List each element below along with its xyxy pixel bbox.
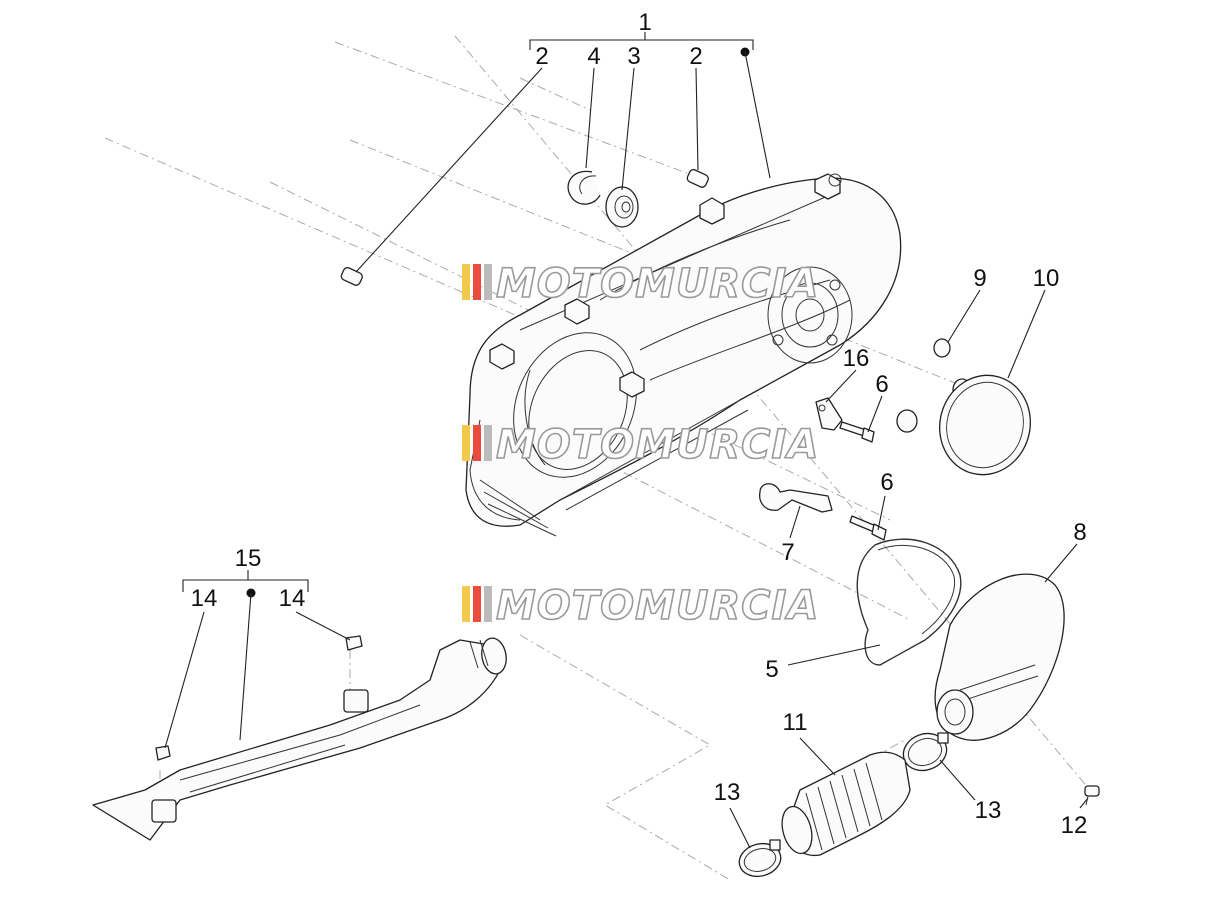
watermark-stripe-yellow bbox=[462, 264, 470, 300]
callout-7: 7 bbox=[781, 539, 794, 566]
washer-9a bbox=[933, 338, 951, 358]
callout-4: 4 bbox=[587, 43, 600, 70]
clip-14-right bbox=[345, 635, 363, 651]
callout-11: 11 bbox=[783, 709, 808, 736]
watermark-stripe-yellow bbox=[462, 425, 470, 461]
callout-2b: 2 bbox=[689, 43, 702, 70]
bearing bbox=[605, 186, 639, 228]
bracket-16 bbox=[815, 397, 843, 431]
callout-13-right: 13 bbox=[975, 797, 1002, 824]
callout-1: 1 bbox=[638, 9, 651, 36]
air-intake-housing-8 bbox=[934, 573, 1065, 741]
watermark-stripe-grey bbox=[484, 586, 492, 622]
watermark-stripe-red bbox=[473, 264, 481, 300]
watermark-1: MOTOMURCIA bbox=[462, 260, 819, 308]
screw-12 bbox=[1084, 785, 1100, 806]
callout-10: 10 bbox=[1033, 265, 1060, 292]
screw-6-upper bbox=[839, 421, 875, 443]
leader-lines bbox=[164, 32, 1089, 849]
hose-clamp-left bbox=[738, 839, 782, 878]
watermark-stripe-grey bbox=[484, 425, 492, 461]
callout-6-upper: 6 bbox=[875, 371, 888, 398]
watermark-2: MOTOMURCIA bbox=[462, 421, 819, 469]
callout-12: 12 bbox=[1061, 812, 1088, 839]
callout-13-left: 13 bbox=[714, 779, 741, 806]
callout-14-right: 14 bbox=[279, 585, 306, 612]
watermark-text: MOTOMURCIA bbox=[496, 583, 819, 629]
crankcase-cover bbox=[465, 173, 902, 537]
callout-labels: 1 2 4 3 2 9 10 16 6 6 7 8 5 11 13 13 12 … bbox=[191, 9, 1088, 839]
inspection-cover bbox=[938, 374, 1032, 476]
callout-16: 16 bbox=[843, 345, 870, 372]
watermark-3: MOTOMURCIA bbox=[462, 582, 819, 630]
clip-bracket-7 bbox=[759, 483, 833, 513]
nut-cap bbox=[896, 409, 918, 433]
watermark-text: MOTOMURCIA bbox=[496, 261, 819, 307]
clip-14-left bbox=[155, 745, 171, 761]
callout-6-lower: 6 bbox=[880, 469, 893, 496]
watermark-stripe-red bbox=[473, 425, 481, 461]
gasket-5 bbox=[856, 538, 962, 666]
hose-clamp-right bbox=[902, 732, 949, 772]
dowel-pin-right bbox=[686, 169, 709, 188]
rubber-bellows-11 bbox=[781, 751, 911, 857]
callout-9: 9 bbox=[973, 265, 986, 292]
watermark-stripe-red bbox=[473, 586, 481, 622]
callout-14-left: 14 bbox=[191, 585, 218, 612]
callout-2a: 2 bbox=[535, 43, 548, 70]
screw-6-lower bbox=[849, 515, 887, 541]
callout-8: 8 bbox=[1073, 519, 1086, 546]
dowel-pin-left bbox=[340, 267, 363, 286]
watermark-text: MOTOMURCIA bbox=[496, 422, 819, 468]
callout-5: 5 bbox=[765, 656, 778, 683]
watermark-stripe-yellow bbox=[462, 586, 470, 622]
watermark-stripe-grey bbox=[484, 264, 492, 300]
callout-3: 3 bbox=[627, 43, 640, 70]
air-duct-15 bbox=[92, 637, 507, 841]
callout-15: 15 bbox=[235, 545, 262, 572]
circlip bbox=[567, 170, 601, 205]
